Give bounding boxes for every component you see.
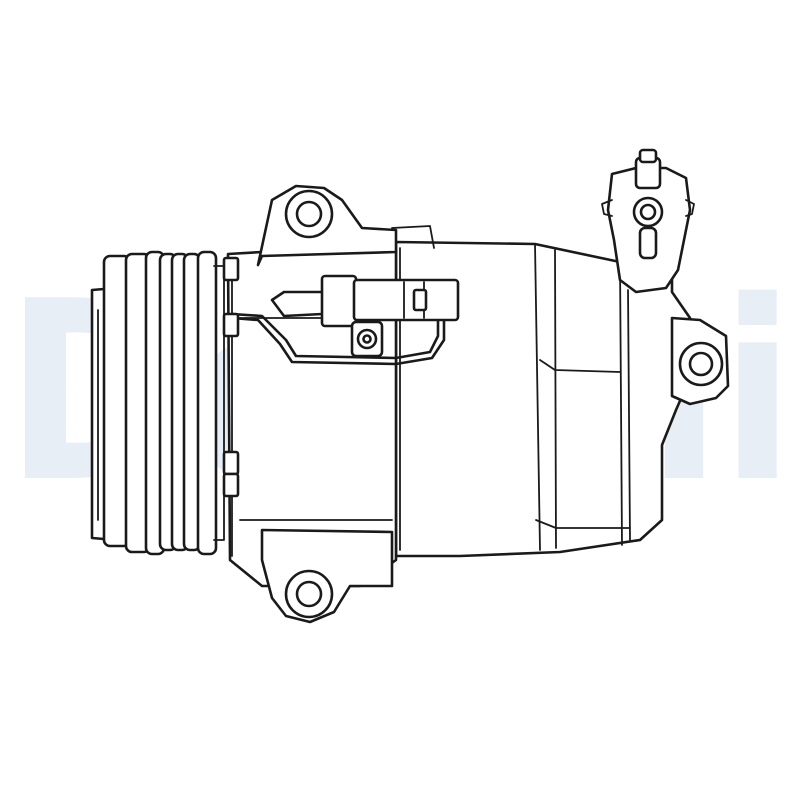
bottom-mounting-ear xyxy=(260,528,394,624)
compressor-rear-housing xyxy=(394,240,692,558)
top-mounting-ear xyxy=(256,184,398,267)
right-mounting-ear xyxy=(670,316,730,406)
clutch-pulley xyxy=(90,250,225,556)
electrical-connector xyxy=(230,274,460,366)
service-port-block xyxy=(601,148,695,294)
